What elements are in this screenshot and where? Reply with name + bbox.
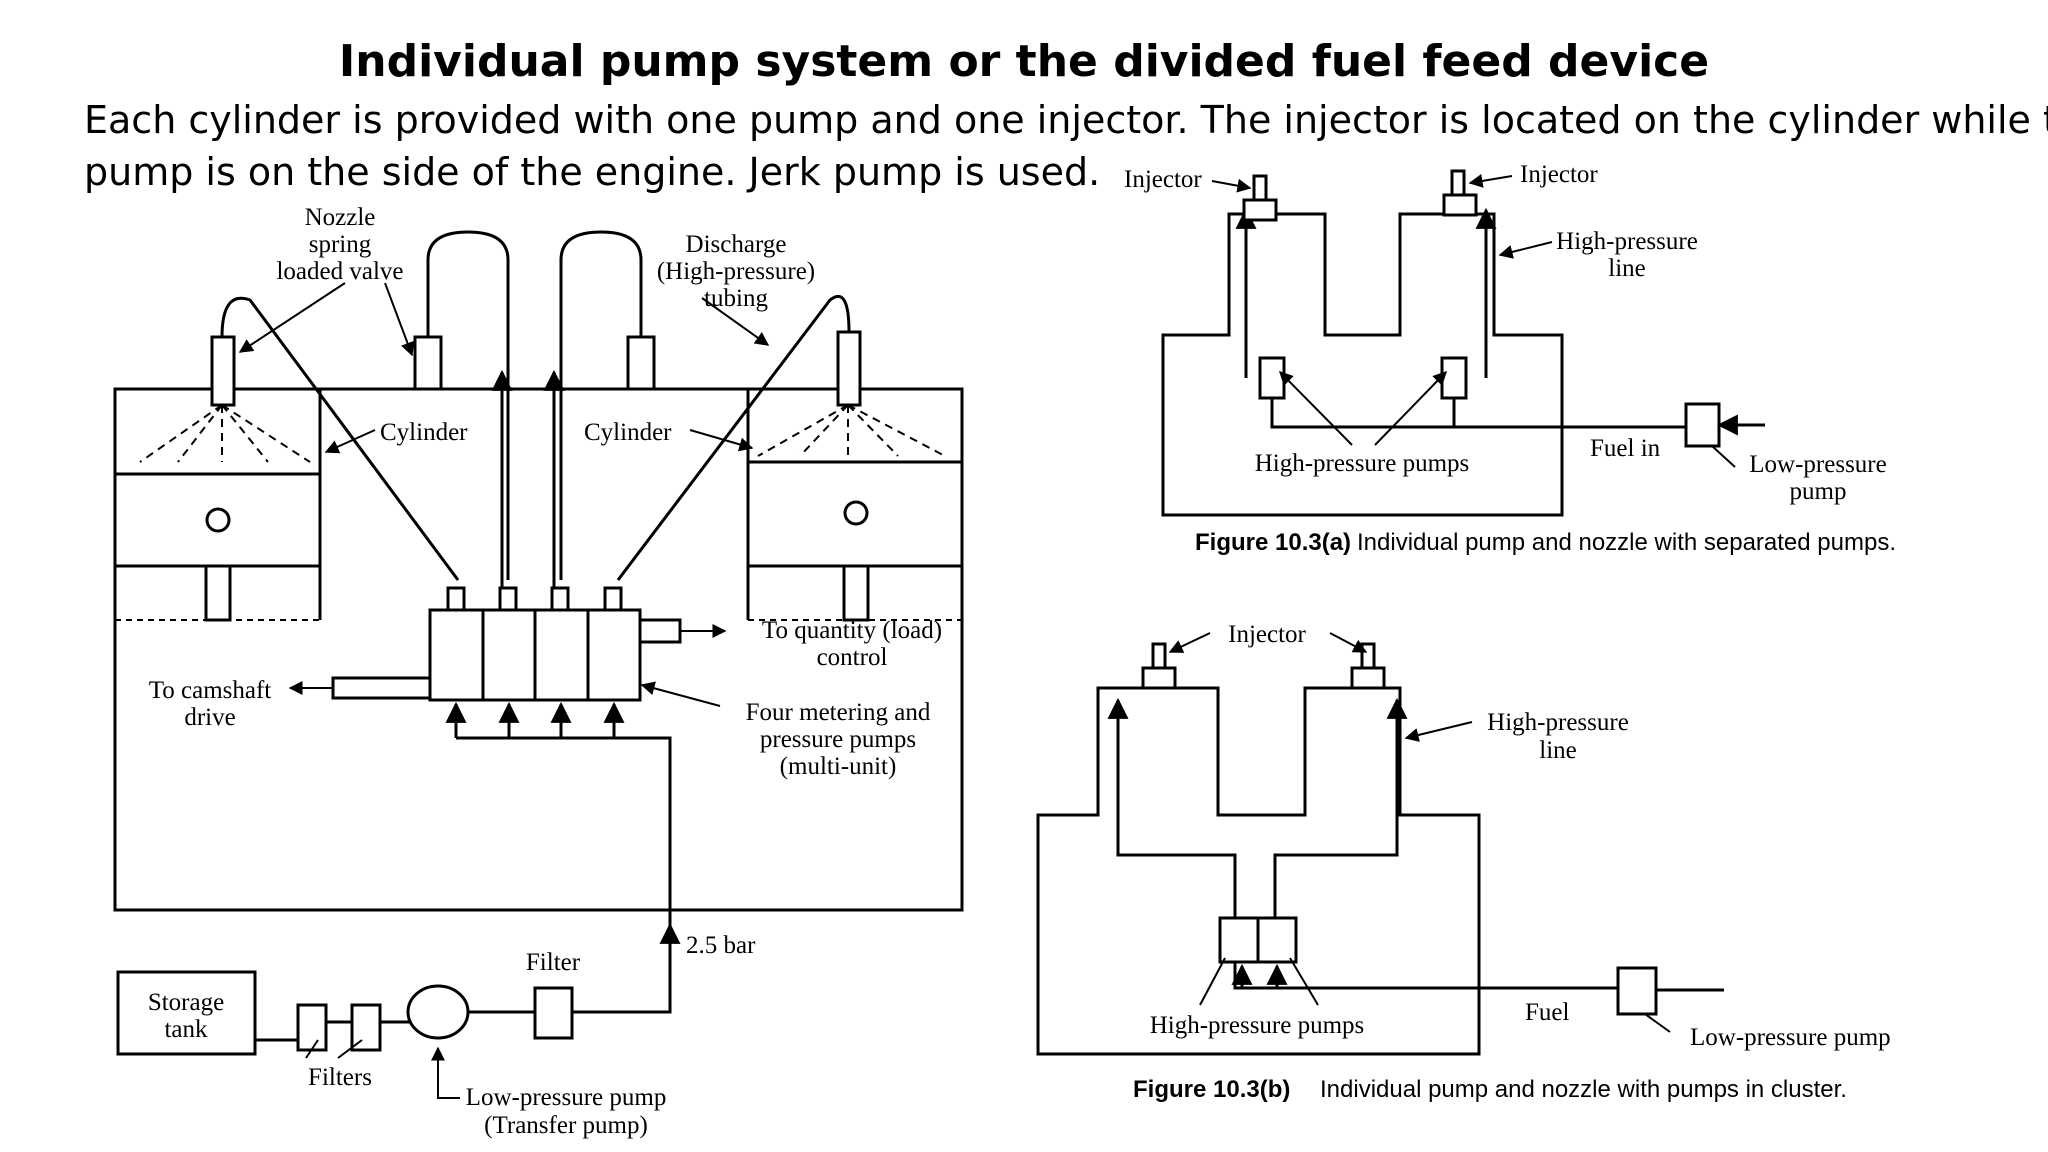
figure-a-injector-left-tip <box>1252 174 1268 202</box>
figure-a-injector-right-tip <box>1450 169 1466 197</box>
metering-label-l2: pressure pumps <box>760 726 916 753</box>
filter-label: Filter <box>526 949 581 976</box>
figure-b-caption-number: Figure 10.3(b) <box>1133 1076 1290 1103</box>
metering-label-l1: Four metering and <box>746 699 931 726</box>
figure-b-injector-left <box>1141 666 1177 690</box>
figure-a-injector-right-label: Injector <box>1520 161 1598 188</box>
left-nozzle <box>210 335 236 407</box>
discharge-label-l1: Discharge <box>686 231 787 258</box>
camshaft-label-l2: drive <box>184 704 235 731</box>
nozzle-label-l2: spring <box>309 231 372 258</box>
transfer-label-l2: (Transfer pump) <box>484 1112 648 1139</box>
camshaft-label-l1: To camshaft <box>149 677 272 704</box>
figure-b-hp-line-label-l2: line <box>1539 737 1577 764</box>
figure-a-caption-number: Figure 10.3(a) <box>1195 529 1351 556</box>
figure-a-hp-line-label-l1: High-pressure <box>1556 228 1698 255</box>
figure-a-lp-pump-label-l1: Low-pressure <box>1749 451 1886 478</box>
figure-b-injector-left-tip <box>1151 642 1167 670</box>
slide-body-text: Each cylinder is provided with one pump … <box>84 94 2048 198</box>
figure-a-hp-pump-left <box>1258 356 1286 400</box>
filter-1 <box>296 1003 328 1052</box>
discharge-label-l2: (High-pressure) <box>657 258 815 285</box>
figure-a-injector-left <box>1242 198 1278 222</box>
figure-a-diagram: Injector Injector High-pressure line Fue… <box>1124 161 1896 556</box>
right-nozzle <box>836 330 862 407</box>
filter-2 <box>350 1003 382 1052</box>
mid-left-nozzle <box>413 335 443 391</box>
figure-b-injector-right-tip <box>1360 642 1376 670</box>
figure-a-fuel-in-label: Fuel in <box>1590 435 1661 462</box>
figure-b-hp-line-label-l1: High-pressure <box>1487 709 1629 736</box>
quantity-label-l1: To quantity (load) <box>762 617 942 644</box>
figure-a-lp-pump <box>1684 402 1721 448</box>
figure-b-hp-pump-left <box>1218 916 1260 964</box>
figure-a-injector-right <box>1442 193 1478 217</box>
transfer-pump <box>406 984 470 1040</box>
figure-b-lp-pump <box>1616 966 1658 1016</box>
figure-a-lp-pump-label-l2: pump <box>1790 478 1847 505</box>
figure-b-injector-label: Injector <box>1228 621 1306 648</box>
body-line-1: Each cylinder is provided with one pump … <box>84 98 2048 142</box>
nozzle-label-l1: Nozzle <box>305 204 376 231</box>
figure-b-caption-text: Individual pump and nozzle with pumps in… <box>1320 1076 1847 1103</box>
figure-a-caption-text: Individual pump and nozzle with separate… <box>1357 529 1896 556</box>
right-spray-pattern <box>757 404 946 457</box>
cylinder-right-label: Cylinder <box>584 419 672 446</box>
figure-a-hp-pumps-label: High-pressure pumps <box>1255 450 1470 477</box>
figure-b-injector-right <box>1350 666 1386 690</box>
discharge-label-l3: tubing <box>704 285 768 312</box>
cylinder-left-label: Cylinder <box>380 419 468 446</box>
body-line-2: pump is on the side of the engine. Jerk … <box>84 150 1101 194</box>
nozzle-label-l3: loaded valve <box>276 258 403 285</box>
slide-title: Individual pump system or the divided fu… <box>338 36 1710 87</box>
filters-label: Filters <box>308 1064 372 1091</box>
pressure-label: 2.5 bar <box>686 932 756 959</box>
metering-pump-unit <box>331 586 682 702</box>
figure-a-hp-pump-right <box>1440 356 1468 400</box>
mid-right-nozzle <box>626 335 656 391</box>
left-system-diagram: Nozzle spring loaded valve Discharge (Hi… <box>113 204 964 1139</box>
left-spray-pattern <box>139 404 311 463</box>
figure-b-lp-pump-label: Low-pressure pump <box>1690 1024 1891 1051</box>
storage-tank <box>116 970 257 1056</box>
figure-b-diagram: Injector High-pressure line Fuel High-pr… <box>1036 621 1891 1103</box>
storage-label-l2: tank <box>164 1016 208 1043</box>
storage-label-l1: Storage <box>148 989 224 1016</box>
figure-b-hp-pumps-label: High-pressure pumps <box>1150 1012 1365 1039</box>
quantity-label-l2: control <box>817 644 888 671</box>
figure-a-injector-left-label: Injector <box>1124 166 1202 193</box>
transfer-label-l1: Low-pressure pump <box>466 1084 667 1111</box>
figure-b-fuel-label: Fuel <box>1525 999 1570 1026</box>
filter-3 <box>533 986 574 1040</box>
figure-b-hp-pump-right <box>1256 916 1298 964</box>
metering-label-l3: (multi-unit) <box>780 753 897 780</box>
figure-a-hp-line-label-l2: line <box>1608 255 1646 282</box>
